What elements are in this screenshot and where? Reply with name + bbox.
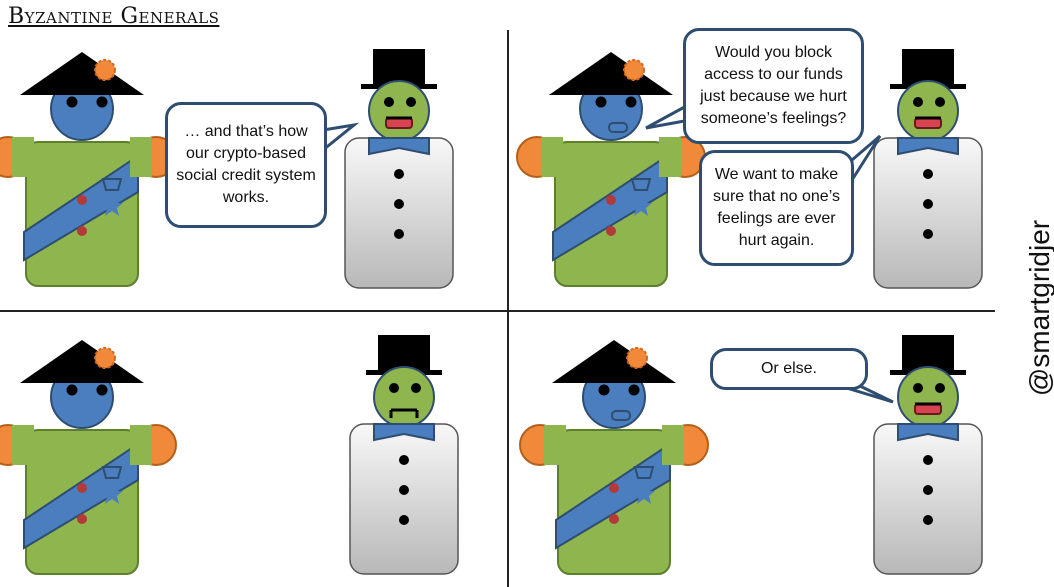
panel-divider-horizontal: [0, 310, 995, 312]
banker-character: [349, 334, 459, 575]
speech-tail: [322, 122, 360, 152]
speech-tail: [850, 134, 882, 181]
banker-character: [873, 334, 983, 575]
general-character: [0, 51, 177, 287]
general-character: [519, 339, 709, 575]
general-character: [516, 51, 706, 287]
comic-title: Byzantine Generals: [8, 4, 220, 29]
speech-bubble: … and that’s how our crypto-based social…: [165, 102, 327, 228]
speech-bubble: Or else.: [710, 348, 868, 390]
author-handle: @smartgridjer: [1024, 219, 1054, 397]
speech-bubble: We want to make sure that no one’s feeli…: [699, 150, 854, 266]
speech-tail: [839, 384, 894, 404]
speech-bubble: Would you block access to our funds just…: [683, 28, 864, 144]
banker-character: [344, 48, 454, 289]
general-character: [0, 339, 177, 575]
banker-character: [873, 48, 983, 289]
panel-divider-vertical: [507, 30, 509, 587]
speech-tail: [645, 102, 691, 130]
